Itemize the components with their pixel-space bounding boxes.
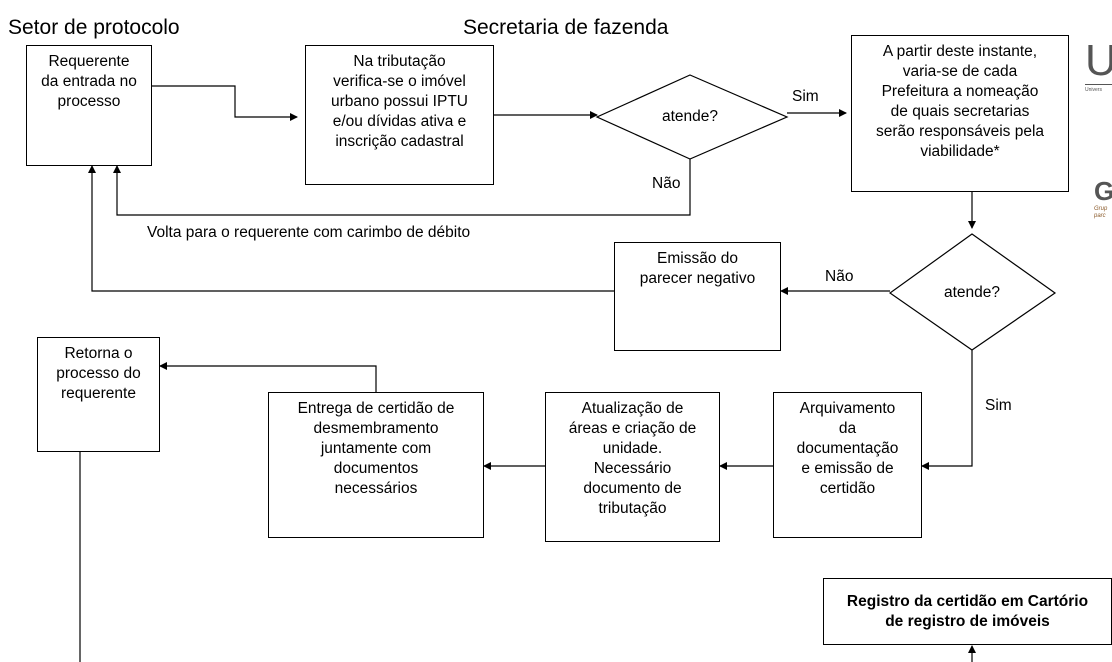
box-arquivamento: Arquivamento da documentação e emissão d… [773, 392, 922, 538]
decision-label-atende-2: atende? [943, 284, 1001, 301]
header-secretaria-fazenda: Secretaria de fazenda [463, 16, 669, 39]
group-logo-letter: G [1094, 176, 1112, 206]
arrow-entrega-retorna [159, 362, 377, 392]
arrow-parecer-requerente [88, 165, 614, 292]
university-logo-caption: Univers [1085, 87, 1102, 93]
arrow-atende1-requerente [113, 159, 691, 216]
arrow-atende2-arquivamento [921, 350, 973, 470]
label-sim-1: Sim [792, 88, 819, 105]
box-tributacao: Na tributação verifica-se o imóvel urban… [305, 45, 494, 185]
university-logo-letter: U [1085, 36, 1112, 85]
university-logo: U Univers [1085, 36, 1112, 116]
header-setor-protocolo: Setor de protocolo [8, 16, 180, 39]
label-nao-1: Não [652, 175, 681, 192]
group-logo: G Grup parc [1094, 176, 1112, 231]
arrow-requerente-tributacao [152, 85, 298, 121]
box-atualizacao: Atualização de áreas e criação de unidad… [545, 392, 720, 542]
university-logo-rule [1085, 84, 1112, 85]
label-sim-2: Sim [985, 397, 1012, 414]
box-registro: Registro da certidão em Cartório de regi… [823, 578, 1112, 645]
box-retorna: Retorna o processo do requerente [37, 337, 160, 452]
label-volta: Volta para o requerente com carimbo de d… [147, 224, 471, 241]
box-requerente: Requerente da entrada no processo [26, 45, 152, 166]
box-entrega: Entrega de certidão de desmembramento ju… [268, 392, 484, 538]
decision-label-atende-1: atende? [661, 108, 719, 125]
box-prefeitura: A partir deste instante, varia-se de cad… [851, 35, 1069, 192]
group-logo-caption: Grup parc [1094, 206, 1108, 219]
label-nao-2: Não [825, 268, 854, 285]
box-parecer-negativo: Emissão do parecer negativo [614, 242, 781, 351]
